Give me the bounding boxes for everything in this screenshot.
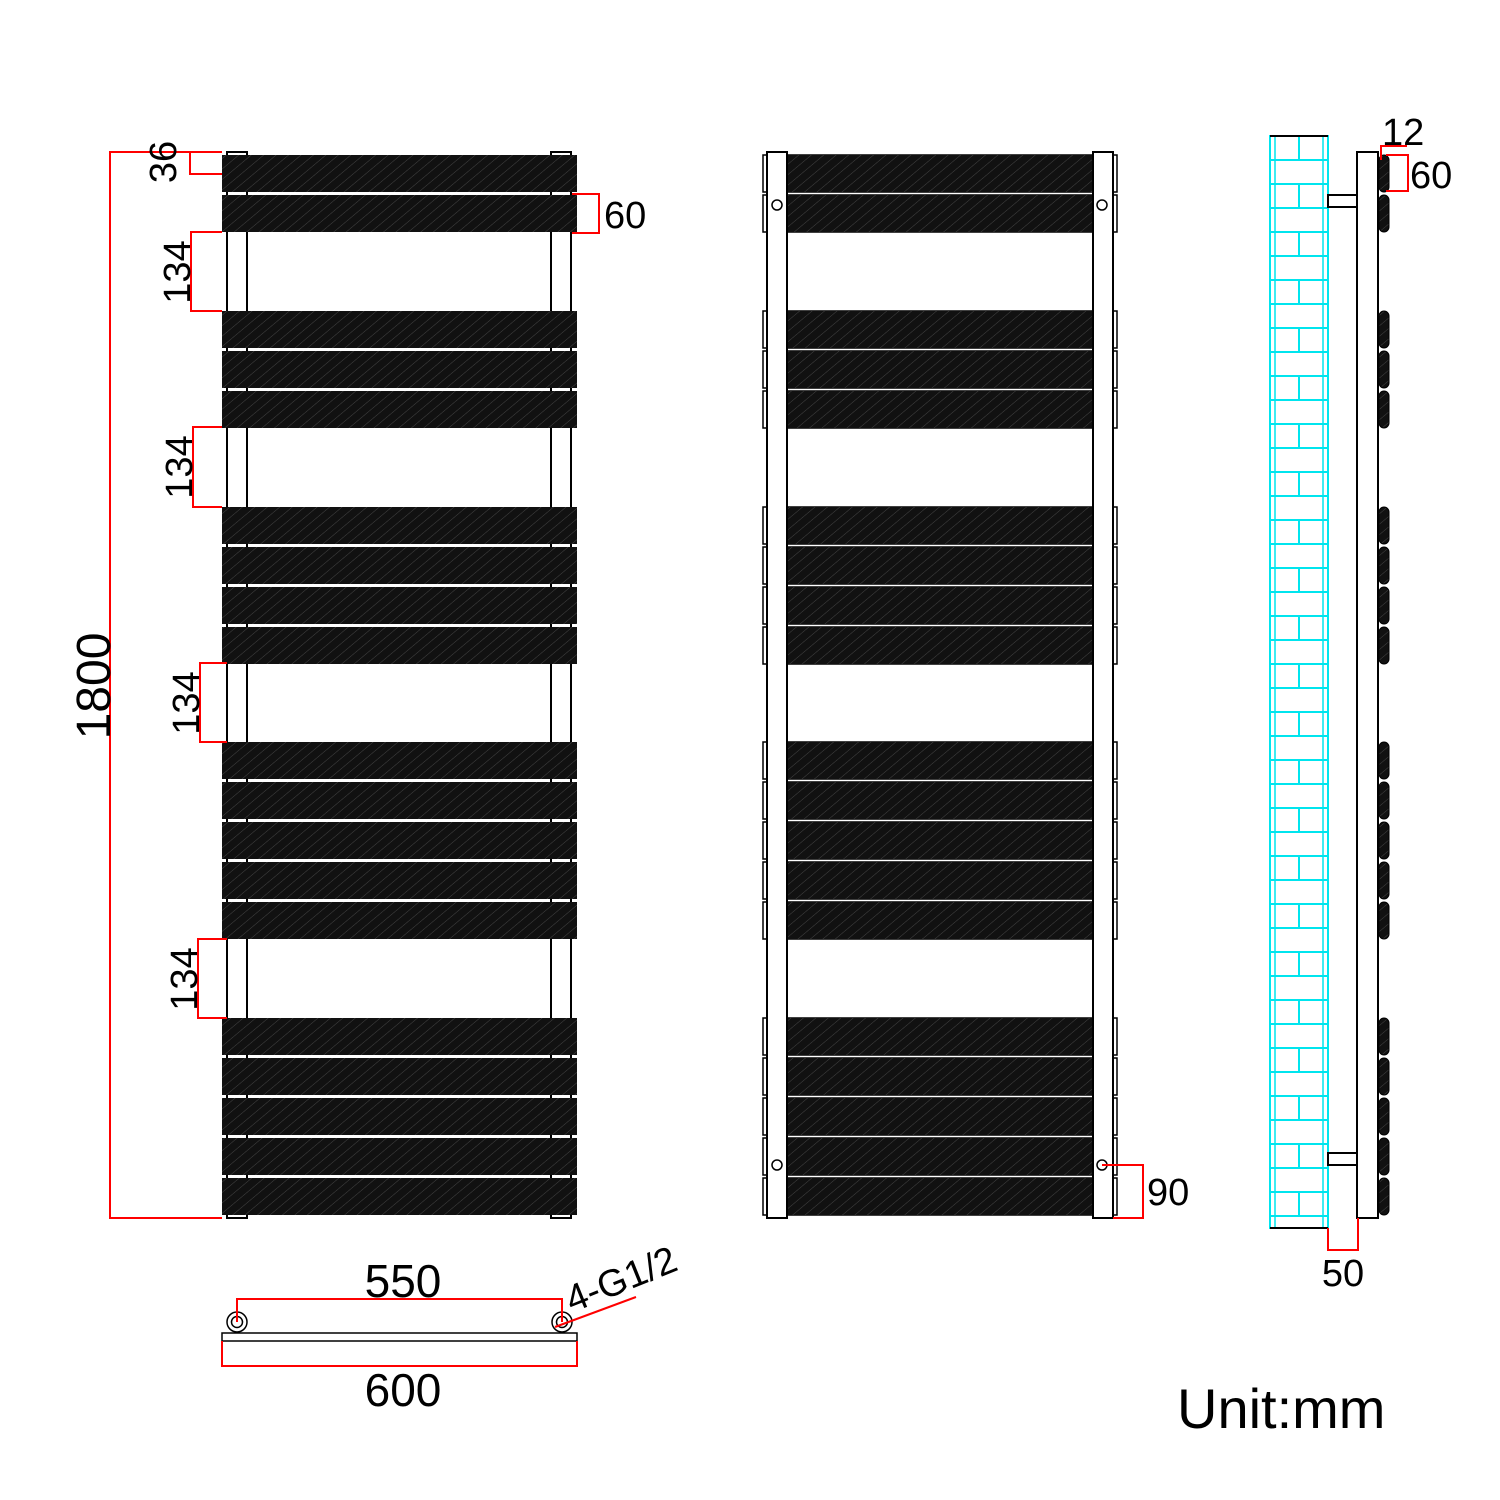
panel-bar — [788, 1018, 1092, 1055]
panel-bar-profile — [1378, 546, 1390, 585]
panel-bar — [788, 1138, 1092, 1175]
bracket-hole — [1096, 199, 1108, 211]
dim-side-offset: 12 — [1382, 112, 1424, 154]
panel-bar-profile — [1378, 1017, 1390, 1056]
panel-bar — [222, 1058, 577, 1095]
panel-bar — [222, 587, 577, 624]
panel-bar — [222, 155, 577, 192]
dim-side-bar-height: 60 — [1410, 155, 1452, 197]
wall-bracket — [1327, 1152, 1358, 1166]
panel-bar — [788, 822, 1092, 859]
panel-bar — [788, 782, 1092, 819]
panel-bar — [788, 902, 1092, 939]
dim-gap-1: 134 — [157, 240, 199, 303]
panel-bar — [788, 1098, 1092, 1135]
bracket-hole — [771, 199, 783, 211]
panel-bar — [788, 155, 1092, 192]
panel-bar — [788, 195, 1092, 232]
dim-gap-3: 134 — [166, 671, 208, 734]
panel-bar-profile — [1378, 861, 1390, 900]
panel-bar-profile — [1378, 1137, 1390, 1176]
panel-bar — [222, 782, 577, 819]
rear-view — [762, 151, 1118, 1219]
bracket-hole — [771, 1159, 783, 1171]
panel-bar-profile — [1378, 310, 1390, 349]
panel-bar-profile — [1378, 586, 1390, 625]
panel-bar — [222, 742, 577, 779]
panel-bar — [222, 351, 577, 388]
panel-bar-profile — [1378, 901, 1390, 940]
panel-bar — [788, 547, 1092, 584]
panel-bar — [222, 547, 577, 584]
dim-top-offset: 36 — [143, 141, 185, 183]
dim-gap-2: 134 — [159, 435, 201, 498]
panel-bar — [788, 391, 1092, 428]
panel-bar — [788, 1178, 1092, 1215]
side-view — [1269, 135, 1390, 1229]
dimension-lines — [109, 145, 1409, 1367]
dim-pipe-centres: 550 — [365, 1255, 442, 1307]
panel-bar — [222, 822, 577, 859]
panel-bar — [788, 507, 1092, 544]
panel-bar-profile — [1378, 1057, 1390, 1096]
dim-bar-height: 60 — [604, 195, 646, 237]
panel-bar — [222, 1178, 577, 1215]
panel-bar-profile — [1378, 390, 1390, 429]
right-rail — [1092, 151, 1114, 1219]
panel-bar — [788, 351, 1092, 388]
panel-bar-profile — [1378, 154, 1390, 193]
panel-bar — [788, 311, 1092, 348]
panel-bar — [788, 862, 1092, 899]
dim-bottom-inlet: 90 — [1147, 1172, 1189, 1214]
panel-bar — [222, 1018, 577, 1055]
dim-gap-4: 134 — [164, 947, 206, 1010]
panel-bar — [788, 742, 1092, 779]
panel-bar — [222, 391, 577, 428]
panel-bar-profile — [1378, 350, 1390, 389]
top-view — [221, 1311, 578, 1342]
panel-bar-profile — [1378, 781, 1390, 820]
side-rail — [1356, 151, 1379, 1219]
panel-bar — [788, 627, 1092, 664]
wall-bracket — [1327, 194, 1358, 208]
panel-bar-profile — [1378, 1097, 1390, 1136]
panel-bar — [222, 902, 577, 939]
panel-bar — [222, 507, 577, 544]
panel-bar — [222, 1098, 577, 1135]
dim-wall-clearance: 50 — [1322, 1253, 1364, 1295]
wall — [1269, 135, 1329, 1229]
panel-bar-profile — [1378, 626, 1390, 665]
dim-total-height: 1800 — [68, 633, 121, 740]
panel-bar-profile — [1378, 821, 1390, 860]
panel-bar — [222, 1138, 577, 1175]
dim-total-width: 600 — [365, 1364, 442, 1416]
plan-bar — [221, 1332, 578, 1342]
panel-bar — [788, 587, 1092, 624]
panel-bar-profile — [1378, 506, 1390, 545]
panel-bar-profile — [1378, 1177, 1390, 1216]
left-rail — [766, 151, 788, 1219]
unit-label: Unit:mm — [1177, 1377, 1385, 1440]
panel-bar — [788, 1058, 1092, 1095]
front-view — [222, 151, 577, 1219]
panel-bar — [222, 862, 577, 899]
panel-bar-profile — [1378, 741, 1390, 780]
panel-bar — [222, 627, 577, 664]
panel-bar — [222, 311, 577, 348]
panel-bar-profile — [1378, 194, 1390, 233]
panel-bar — [222, 195, 577, 232]
dim-connections: 4-G1/2 — [560, 1239, 683, 1321]
